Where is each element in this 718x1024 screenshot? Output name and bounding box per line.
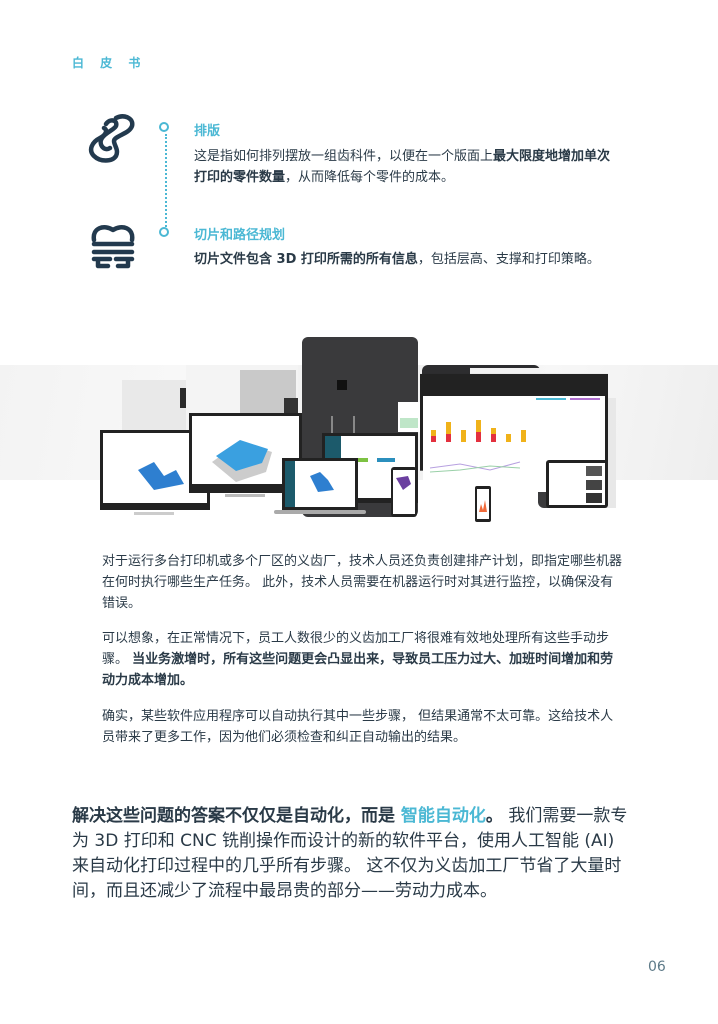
highlight-smart-automation: 智能自动化 bbox=[400, 806, 486, 826]
timeline-connector bbox=[165, 134, 167, 227]
paragraph-software-automation: 确实，某些软件应用程序可以自动执行其中一些步骤， 但结果通常不太可靠。这给技术人… bbox=[102, 709, 614, 745]
conclusion-paragraph: 解决这些问题的答案不仅仅是自动化，而是 智能自动化。 我们需要一款专为 3D 打… bbox=[72, 806, 628, 901]
feature-body-slicing: 切片文件包含 3D 打印所需的所有信息，包括层高、支撑和打印策略。 bbox=[194, 252, 600, 267]
nesting-icon bbox=[88, 114, 135, 163]
feature-body-nesting: 这是指如何排列摆放一组齿科件，以便在一个版面上最大限度地增加单次打印的零件数量，… bbox=[194, 149, 611, 185]
timeline-dot bbox=[159, 227, 169, 237]
paragraph-manual-steps: 可以想象，在正常情况下，员工人数很少的义齿加工厂将很难有效地处理所有这些手动步骤… bbox=[102, 631, 614, 688]
page-number: 06 bbox=[648, 959, 666, 975]
feature-title-nesting: 排版 bbox=[194, 124, 221, 139]
timeline-dot bbox=[159, 122, 169, 132]
hero-product-image bbox=[100, 337, 616, 522]
paragraph-scheduling: 对于运行多台打印机或多个厂区的义齿厂，技术人员还负责创建排产计划，即指定哪些机器… bbox=[102, 554, 623, 611]
tooth-slice-icon bbox=[91, 225, 135, 269]
feature-title-slicing: 切片和路径规划 bbox=[194, 228, 286, 243]
document-type-label: 白 皮 书 bbox=[72, 56, 147, 70]
